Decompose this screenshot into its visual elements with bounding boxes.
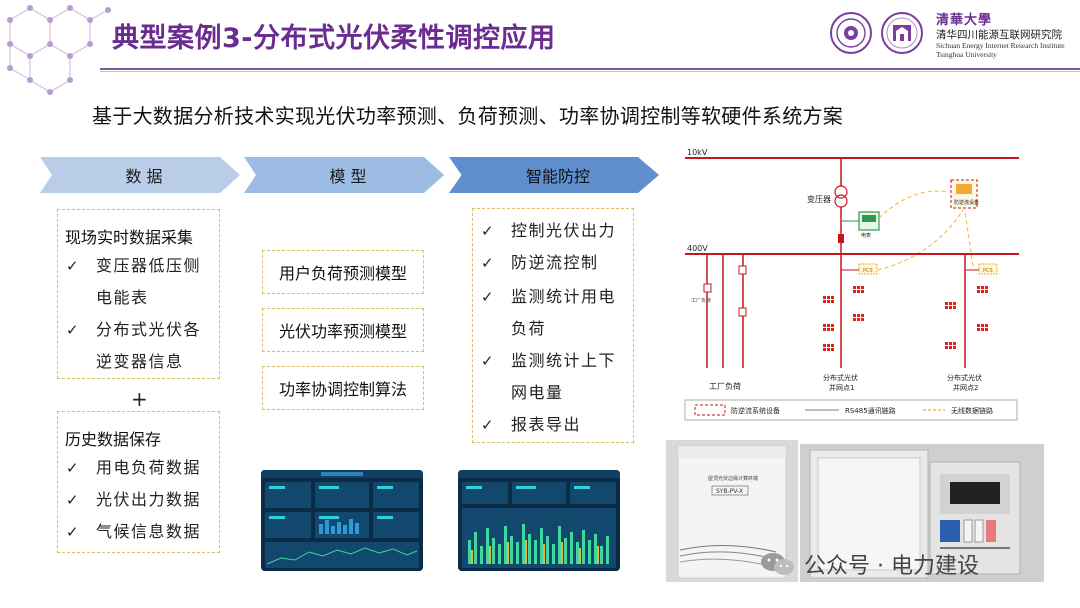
label-pcs-1: PCS (863, 268, 873, 274)
label-transformer: 变压器 (807, 194, 831, 204)
label-device: 防逆流设备 (954, 199, 979, 206)
realtime-data-box: 现场实时数据采集 ✓ 变压器低压侧 电能表 ✓ 分布式光伏各 逆变器信息 (57, 209, 220, 379)
check-icon: ✓ (481, 416, 496, 434)
check-icon: ✓ (66, 491, 81, 509)
list-item-text: 光伏出力数据 (96, 490, 202, 509)
list-item: ✓ 监测统计用电 负荷 (481, 281, 631, 345)
check-icon: ✓ (66, 321, 81, 339)
device-cabinet-photo (800, 444, 1044, 582)
check-icon: ✓ (481, 352, 496, 370)
device-model-label: SYB-PV-X (716, 488, 743, 495)
list-item-text-cont: 逆变器信息 (96, 352, 184, 371)
pv-array-icons-2 (945, 286, 988, 349)
list-item-text: 分布式光伏各 (96, 320, 202, 339)
list-item: ✓ 防逆流控制 (481, 247, 631, 279)
institute-name-en: Sichuan Energy Internet Research Institu… (936, 41, 1065, 50)
label-factory-load: 工厂负荷 (709, 381, 741, 391)
device-enclosure-photo: 屋顶光伏边缘计算终端 SYB-PV-X (666, 440, 798, 582)
model-load-forecast: 用户负荷预测模型 (262, 250, 424, 294)
watermark-text: 公众号 · 电力建设 (804, 554, 979, 579)
label-pcs-2: PCS (983, 268, 993, 274)
flow-step-model: 模 型 (244, 157, 444, 193)
pv-array-icons-1 (823, 286, 864, 351)
flow-step-data-label: 数 据 (125, 167, 163, 186)
label-pv-point1-b: 并网点1 (829, 383, 854, 392)
legend-device-text: 防逆流系统设备 (731, 406, 780, 415)
wechat-icon (761, 553, 794, 575)
page-title: 典型案例3-分布式光伏柔性调控应用 (112, 23, 556, 54)
dashboard-screenshot-1 (261, 470, 423, 571)
device-name-label: 屋顶光伏边缘计算终端 (708, 475, 758, 482)
list-item-text: 气候信息数据 (96, 522, 202, 541)
flow-step-model-label: 模 型 (329, 167, 367, 186)
wechat-watermark: 公众号 · 电力建设 (760, 548, 979, 580)
flow-step-control-label: 智能防控 (525, 167, 590, 186)
list-item: ✓ 控制光伏出力 (481, 215, 631, 247)
label-pv-point1-a: 分布式光伏 (823, 373, 858, 382)
subtitle: 基于大数据分析技术实现光伏功率预测、负荷预测、功率协调控制等软硬件系统方案 (92, 104, 844, 128)
list-item: ✓ 光伏出力数据 (66, 484, 216, 516)
list-item-text-cont: 电能表 (96, 288, 149, 307)
tsinghua-seal-logo (830, 12, 872, 54)
list-item: ✓ 变压器低压侧 电能表 (66, 250, 216, 314)
tsinghua-calligraphy: 清華大學 (936, 13, 993, 28)
list-item: ✓ 用电负荷数据 (66, 452, 216, 484)
list-item-text: 监测统计用电 (511, 287, 617, 306)
label-400v: 400V (687, 244, 708, 253)
label-10kv: 10kV (687, 148, 708, 157)
history-data-title: 历史数据保存 (65, 430, 162, 449)
list-item-text: 控制光伏出力 (511, 221, 617, 240)
list-item-text: 变压器低压侧 (96, 256, 202, 275)
list-item-text: 报表导出 (511, 415, 582, 434)
check-icon: ✓ (481, 254, 496, 272)
flow-step-control: 智能防控 (449, 157, 659, 193)
list-item-text-cont: 网电量 (511, 383, 564, 402)
label-pv-point2-b: 并网点2 (953, 383, 978, 392)
anti-backflow-system-diagram: 10kV 变压器 电表 防逆流设备 400V 工厂负荷 工厂负荷 PCS 分布式… (673, 146, 1031, 428)
institute-logo (881, 12, 923, 54)
institute-university-en: Tsinghua University (936, 50, 997, 59)
check-icon: ✓ (481, 288, 496, 306)
list-item: ✓ 监测统计上下 网电量 (481, 345, 631, 409)
hex-network-decoration (7, 5, 111, 95)
realtime-data-title: 现场实时数据采集 (65, 228, 194, 247)
model-coordination-algorithm: 功率协调控制算法 (262, 366, 424, 410)
list-item: ✓ 气候信息数据 (66, 516, 216, 548)
model-pv-power-forecast: 光伏功率预测模型 (262, 308, 424, 352)
list-item: ✓ 报表导出 (481, 409, 631, 441)
flow-step-data: 数 据 (40, 157, 240, 193)
list-item-text: 监测统计上下 (511, 351, 617, 370)
label-pv-point2-a: 分布式光伏 (947, 373, 982, 382)
smart-control-box: ✓ 控制光伏出力 ✓ 防逆流控制 ✓ 监测统计用电 负荷 ✓ 监测统计上下 网电… (472, 208, 634, 443)
check-icon: ✓ (66, 257, 81, 275)
list-item-text: 防逆流控制 (511, 253, 599, 272)
legend-wireless-text: 无线数据链路 (951, 406, 993, 415)
history-data-box: 历史数据保存 ✓ 用电负荷数据 ✓ 光伏出力数据 ✓ 气候信息数据 (57, 411, 220, 553)
dashboard-screenshot-2 (458, 470, 620, 571)
check-icon: ✓ (481, 222, 496, 240)
list-item-text-cont: 负荷 (511, 319, 547, 338)
legend-rs485-text: RS485通讯链路 (845, 406, 896, 415)
check-icon: ✓ (66, 459, 81, 477)
label-meter: 电表 (861, 232, 871, 239)
transformer-icon (834, 185, 848, 199)
list-item: ✓ 分布式光伏各 逆变器信息 (66, 314, 216, 378)
list-item-text: 用电负荷数据 (96, 458, 202, 477)
title-divider (100, 68, 1080, 70)
institute-name-cn: 清华四川能源互联网研究院 (936, 29, 1062, 41)
title-divider-thin (100, 71, 1080, 72)
label-factory-load-small: 工厂负荷 (691, 297, 711, 304)
diagram-legend (684, 399, 1018, 421)
check-icon: ✓ (66, 523, 81, 541)
plus-sign: + (131, 387, 148, 411)
